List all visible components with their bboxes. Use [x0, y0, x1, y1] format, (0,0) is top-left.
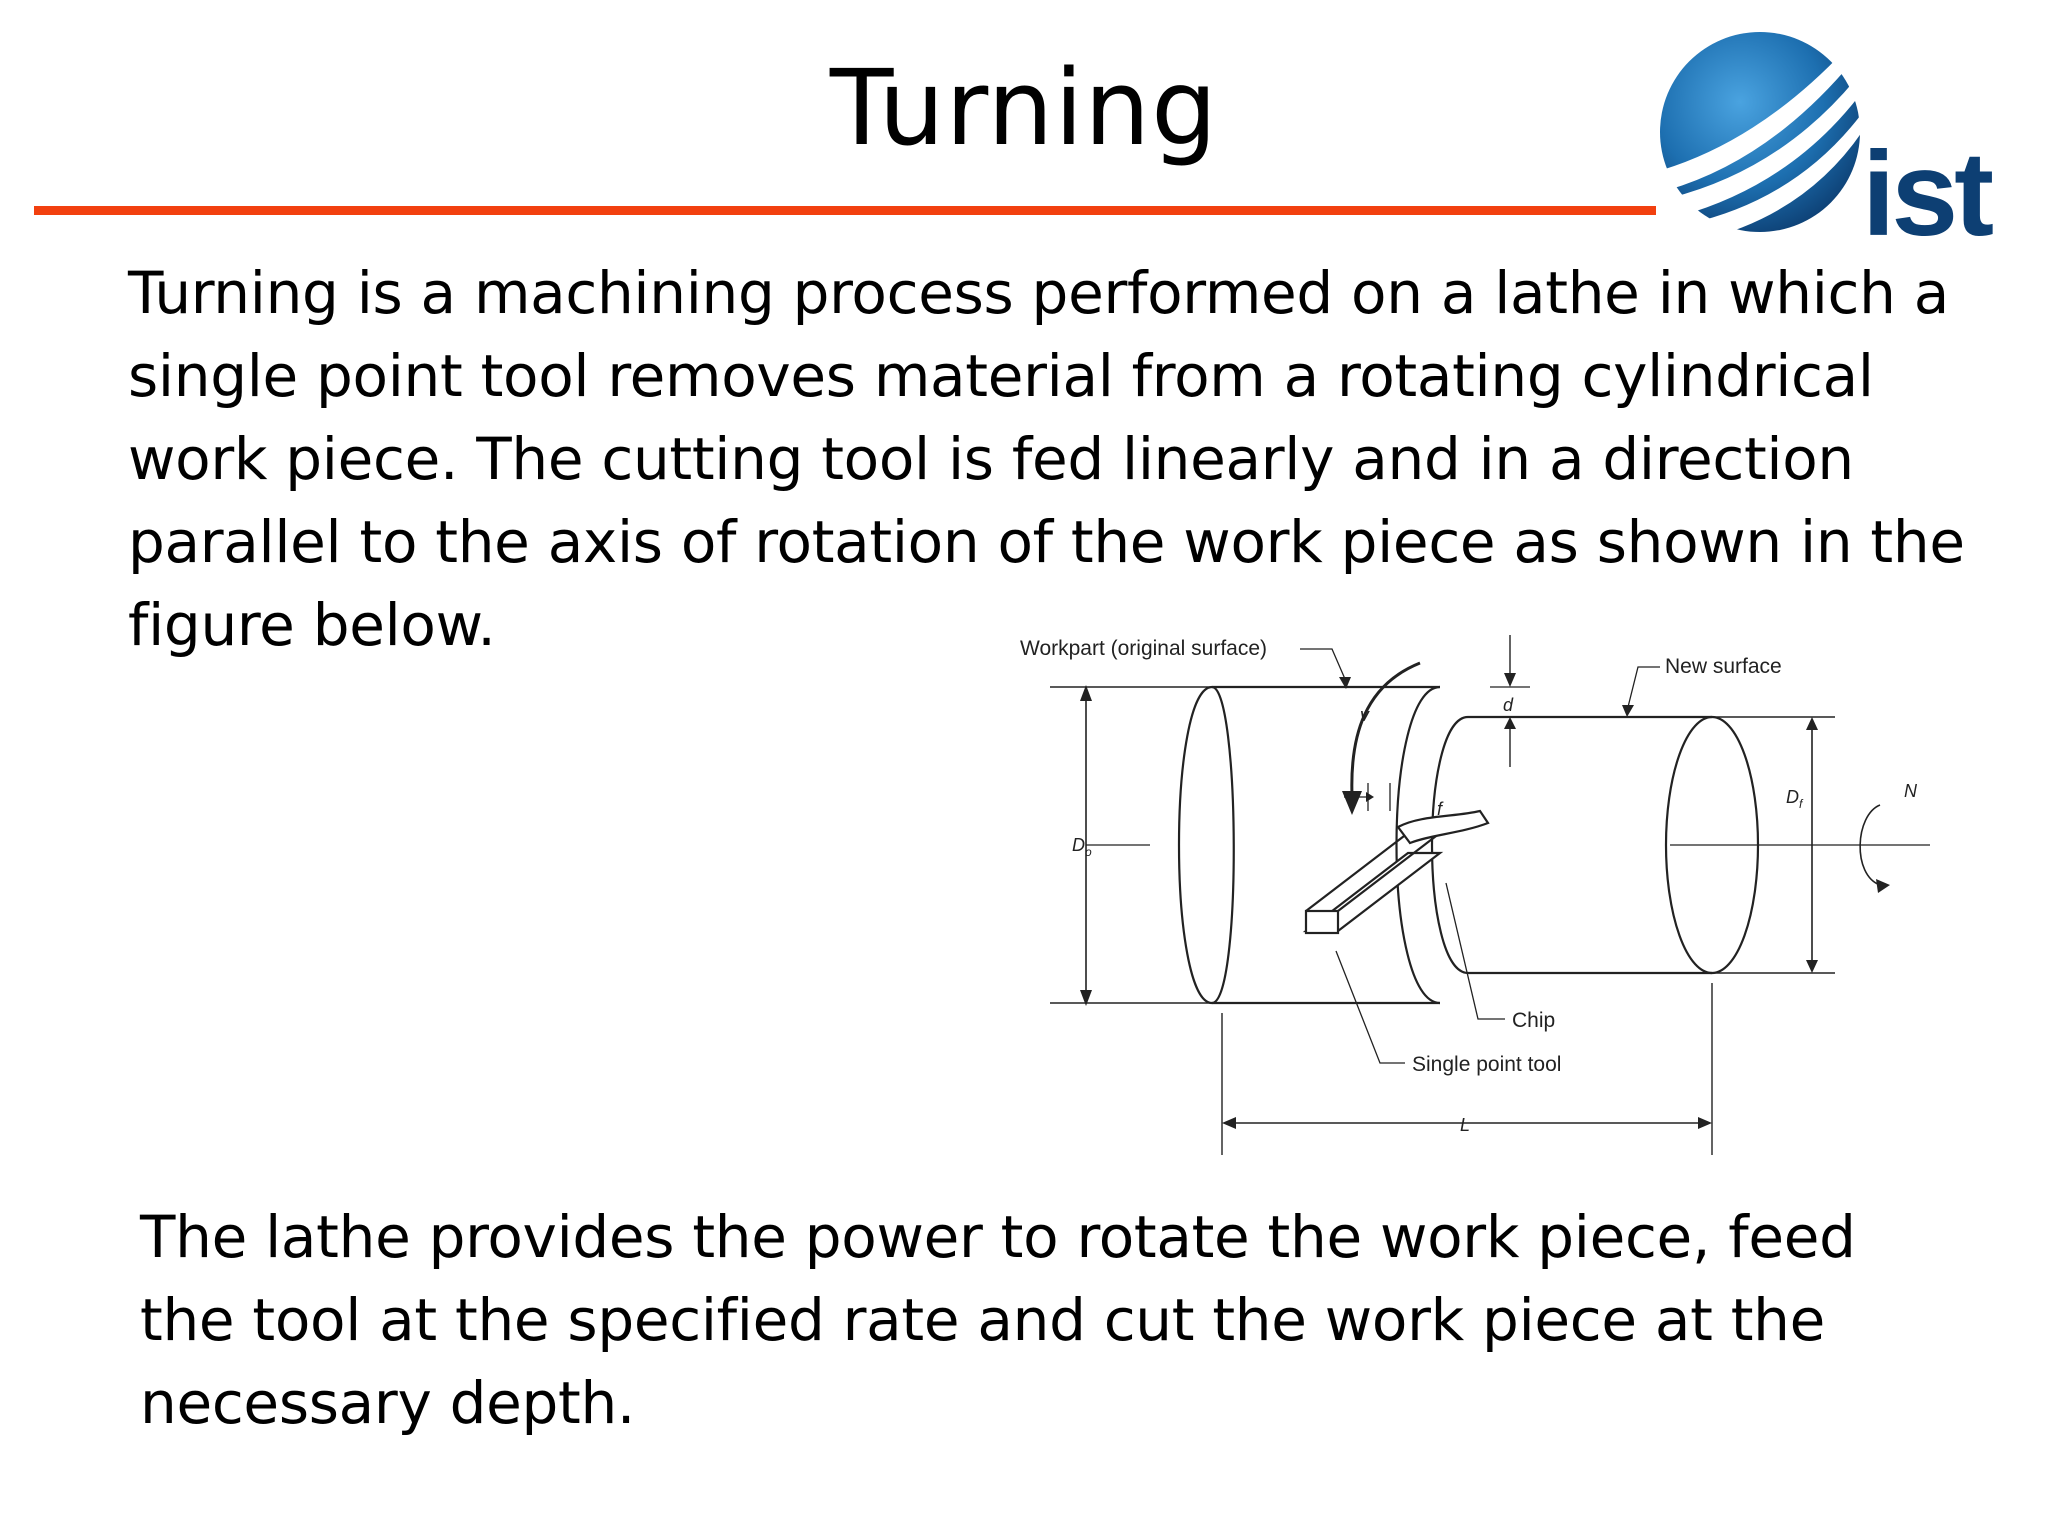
tool-top-edge: [1305, 832, 1409, 912]
ist-logo: ist: [1660, 32, 1997, 250]
workpart-left-end: [1177, 685, 1213, 1005]
label-d: d: [1503, 695, 1514, 715]
d-arrow-bottom: [1504, 717, 1516, 729]
label-v: v: [1360, 705, 1370, 725]
v-rotation-arrow: [1350, 661, 1421, 796]
workpart-leader-head: [1339, 677, 1351, 689]
workpart-shoulder-inner: [1430, 715, 1469, 975]
label-single-point-tool: Single point tool: [1412, 1053, 1561, 1076]
label-workpart: Workpart (original surface): [1020, 637, 1267, 660]
workpart-left-end-back: [1211, 685, 1235, 1005]
chip-leader: [1445, 882, 1505, 1020]
v-arrow-head: [1342, 791, 1362, 815]
label-l: L: [1460, 1115, 1470, 1135]
logo-swoosh-1: [1662, 50, 1852, 190]
d-arrow-top: [1504, 673, 1516, 687]
f-arrow-head: [1366, 792, 1374, 802]
workpart-leader: [1300, 648, 1346, 680]
slide-title: Turning: [829, 47, 1219, 169]
intro-paragraph: Turning is a machining process performed…: [128, 259, 1965, 659]
label-n: N: [1904, 781, 1918, 801]
label-chip: Chip: [1512, 1009, 1555, 1032]
chip-icon: [1396, 809, 1490, 845]
l-arrow-left: [1222, 1117, 1236, 1129]
workpart-shoulder: [1395, 685, 1441, 1005]
title-underline: [34, 206, 1656, 215]
new-surface-leader: [1627, 666, 1660, 708]
label-f: f: [1437, 799, 1444, 819]
label-df-sub: f: [1799, 797, 1804, 811]
label-new-surface: New surface: [1665, 655, 1782, 678]
do-arrow-top: [1080, 685, 1092, 701]
logo-swoosh-2: [1670, 80, 1859, 216]
closing-paragraph: The lathe provides the power to rotate t…: [140, 1203, 1856, 1437]
label-do-sub: o: [1085, 845, 1092, 859]
new-surface-leader-head: [1622, 705, 1634, 717]
df-arrow-bottom: [1806, 960, 1818, 973]
l-arrow-right: [1698, 1117, 1712, 1129]
turning-diagram: Workpart (original surface) New surface …: [1020, 635, 1930, 1155]
label-df: D: [1786, 787, 1799, 807]
tool-top-edge-2: [1337, 832, 1441, 912]
n-arrow-head: [1876, 879, 1890, 893]
do-arrow-bottom: [1080, 990, 1092, 1006]
tool-leader: [1335, 950, 1405, 1064]
label-do: D: [1072, 835, 1085, 855]
logo-swoosh-3: [1688, 116, 1862, 240]
tool-shank-end: [1304, 909, 1340, 935]
df-arrow-top: [1806, 717, 1818, 730]
logo-text: ist: [1862, 127, 1993, 250]
n-rotation-arrow: [1859, 804, 1881, 886]
